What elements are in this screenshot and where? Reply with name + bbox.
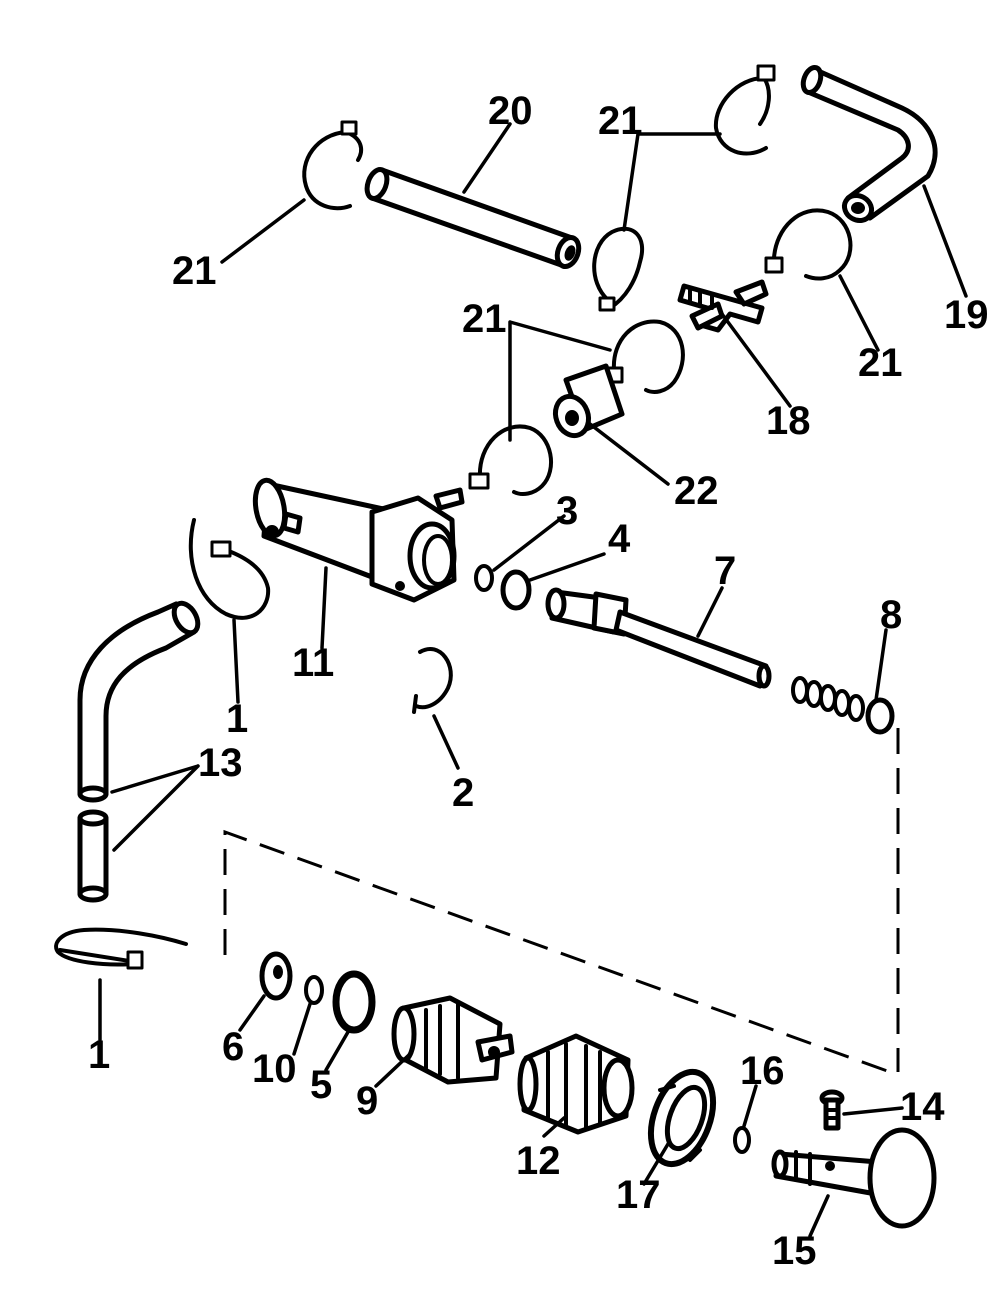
part-22-sleeve xyxy=(552,363,625,439)
assembly-dashed-outline xyxy=(223,728,900,1074)
label-1: 1 xyxy=(226,697,248,741)
label-20: 20 xyxy=(488,89,533,133)
part-3-small-ring xyxy=(474,564,494,592)
part-2-retaining-clip xyxy=(412,647,453,714)
part-16-small-o-ring xyxy=(733,1126,751,1154)
part-13-hose-sections xyxy=(77,600,201,903)
part-5-gasket-ring xyxy=(332,970,376,1034)
label-3: 3 xyxy=(556,489,578,533)
part-1-clamp-lower xyxy=(54,927,188,970)
part-21-clamp-middle-left xyxy=(468,424,553,496)
label-13: 13 xyxy=(198,741,243,785)
label-21: 21 xyxy=(598,99,643,143)
part-6-washer xyxy=(259,951,293,1001)
part-17-collar xyxy=(647,1068,717,1168)
part-15-knob-plunger xyxy=(771,1127,937,1229)
label-5: 5 xyxy=(310,1063,332,1107)
part-11-valve-housing xyxy=(252,477,465,603)
label-18: 18 xyxy=(766,399,811,443)
part-21-clamp-top-left xyxy=(302,120,364,211)
label-15: 15 xyxy=(772,1229,817,1273)
part-21-clamp-right xyxy=(764,208,853,281)
part-20-straight-hose xyxy=(364,167,582,270)
label-14: 14 xyxy=(900,1085,945,1129)
part-14-screw xyxy=(819,1089,845,1131)
label-4: 4 xyxy=(608,517,631,561)
label-9: 9 xyxy=(356,1079,378,1123)
label-21: 21 xyxy=(858,341,903,385)
part-9-valve-body xyxy=(391,995,515,1085)
label-12: 12 xyxy=(516,1139,561,1183)
part-8-spring xyxy=(791,676,895,735)
leader-lines xyxy=(98,122,968,1238)
part-7-shaft xyxy=(545,587,772,689)
label-10: 10 xyxy=(252,1047,297,1091)
part-21-clamp-middle-right xyxy=(604,319,685,394)
label-2: 2 xyxy=(452,771,474,815)
part-1-clamp-upper xyxy=(188,518,271,620)
part-labels: 21 20 21 19 21 21 18 22 3 4 7 8 11 1 13 … xyxy=(88,89,989,1273)
label-7: 7 xyxy=(714,549,736,593)
label-19: 19 xyxy=(944,293,989,337)
label-8: 8 xyxy=(880,593,902,637)
label-6: 6 xyxy=(222,1025,244,1069)
label-11: 11 xyxy=(292,641,334,685)
label-21: 21 xyxy=(172,249,217,293)
part-21-clamp-top-center xyxy=(713,64,776,156)
label-22: 22 xyxy=(674,469,719,513)
part-18-t-fitting xyxy=(677,279,769,333)
label-16: 16 xyxy=(740,1049,785,1093)
part-10-small-o-ring xyxy=(304,975,324,1005)
label-17: 17 xyxy=(616,1173,661,1217)
part-12-nut-fitting xyxy=(517,1033,635,1135)
part-19-bent-hose xyxy=(800,64,938,224)
part-21-clamp-center xyxy=(592,226,644,312)
part-4-ring xyxy=(500,569,532,611)
label-1: 1 xyxy=(88,1033,110,1077)
label-21: 21 xyxy=(462,297,507,341)
